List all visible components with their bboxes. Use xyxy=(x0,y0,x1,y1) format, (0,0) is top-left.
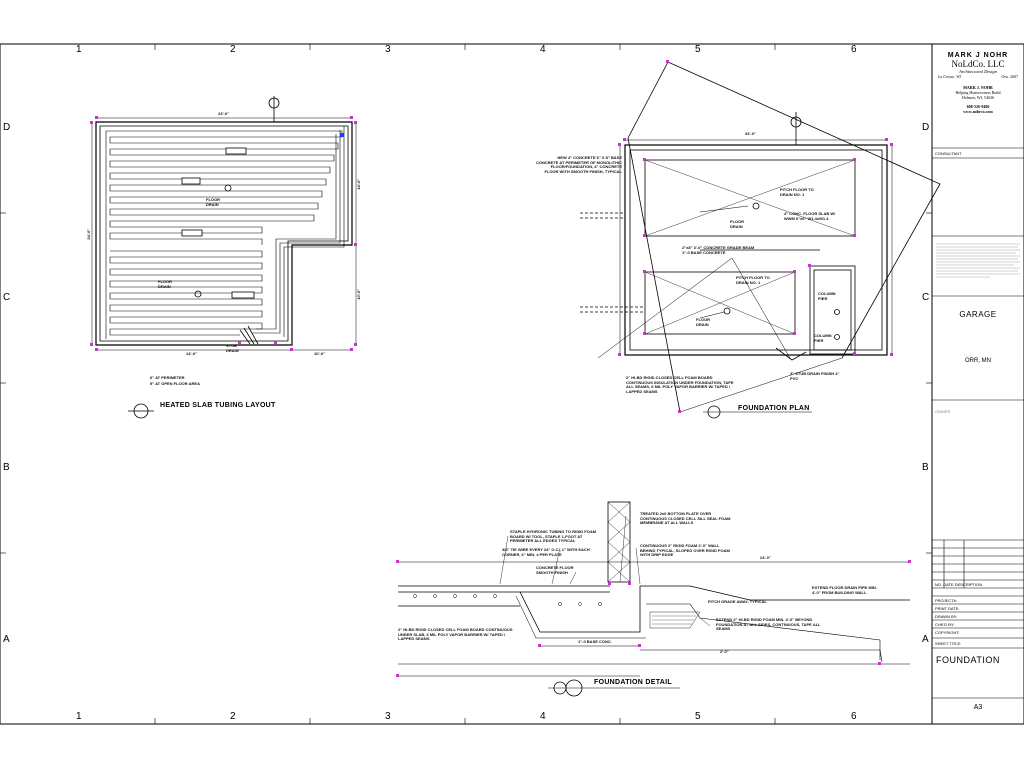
detail-extend-note: EXTEND FLOOR DRAIN PIPE MIN. 4'-0" FROM … xyxy=(812,585,877,595)
grid-row-c-right: C xyxy=(922,292,930,303)
firm-name: MARK J NOHR xyxy=(947,52,1009,59)
grid-row-d-left: D xyxy=(3,122,11,133)
plan-pitch-2: PITCH FLOOR TO DRAIN NO. 1 xyxy=(736,275,770,285)
grid-col-4-top: 4 xyxy=(540,44,546,55)
detail-base-course: 1"-0 BASE CONC. xyxy=(578,639,612,644)
grid-row-a-right: A xyxy=(922,634,929,645)
slab-dim-top: 23'-0" xyxy=(218,111,229,116)
detail-pitch-grade: PITCH GRADE AWAY, TYPICAL xyxy=(708,599,767,604)
plan-drain-note: 3" STUB DRAIN FINISH 4" PVC xyxy=(790,371,840,381)
slab-note-1: 6" AT PERIMETER xyxy=(150,375,185,380)
owner-label: OWNER xyxy=(935,409,951,414)
plan-floor-drain-1: FLOOR DRAIN xyxy=(730,219,744,229)
slab-dim-bottom-a: 14'-0" xyxy=(186,351,197,356)
contact-address: Helping Homeowners Build xyxy=(955,90,1001,95)
foundation-plan xyxy=(580,61,941,419)
plan-column-pier-2: COLUMN PIER xyxy=(814,333,832,343)
slab-dim-left: 24'-0" xyxy=(86,228,92,240)
dim-markers-slab xyxy=(90,116,357,351)
slab-dim-right-b: 10'-0" xyxy=(356,288,362,300)
firm-block: MARK J NOHR NoLdCo. LLC Architectural De… xyxy=(932,52,1024,114)
grid-col-2-bottom: 2 xyxy=(230,711,236,722)
plan-slab-note: 4" CONC. FLOOR SLAB W/ WWM 6"x6" W1.4xW1… xyxy=(784,211,836,221)
dim-markers-plan xyxy=(618,60,893,413)
grid-ticks xyxy=(0,44,932,724)
firm-llc: NoLdCo. LLC xyxy=(951,59,1005,69)
print-date-label: PRINT DATE: xyxy=(935,606,960,611)
grid-row-d-right: D xyxy=(922,122,930,133)
grid-col-1-bottom: 1 xyxy=(76,711,82,722)
heated-slab-title: HEATED SLAB TUBING LAYOUT xyxy=(160,402,276,409)
sheet-number: A3 xyxy=(973,704,983,711)
foundation-plan-title: FOUNDATION PLAN xyxy=(738,405,810,412)
grid-row-b-right: B xyxy=(922,462,929,473)
plan-dim-top: 33'-0" xyxy=(745,131,756,136)
project-name: GARAGE xyxy=(959,310,997,319)
detail-bottom-insul-note: 2" HI-BD RIGID CLOSED CELL FOAM BOARD CO… xyxy=(398,627,513,642)
grid-row-a-left: A xyxy=(3,634,10,645)
grid-row-c-left: C xyxy=(3,292,11,303)
project-number-label: PROJECT#: xyxy=(935,598,958,603)
foundation-detail-title: FOUNDATION DETAIL xyxy=(594,679,672,686)
grid-col-6-bottom: 6 xyxy=(851,711,857,722)
grid-col-5-bottom: 5 xyxy=(695,711,701,722)
detail-staple-note: STAPLE HYDRONIC TUBING TO RIGID FOAM BOA… xyxy=(510,529,597,544)
dim-markers-detail xyxy=(396,560,911,677)
detail-tie-note: 3/4" TIE WIRE EVERY 24" O.C., 1" WITH EA… xyxy=(502,547,590,557)
plan-notes-left: NEW 4" CONCRETE 6" X 8" BASE CONCRETE AT… xyxy=(536,155,622,174)
copyright-label: COPYRIGHT: xyxy=(935,630,960,635)
heated-slab-plan xyxy=(91,96,357,419)
checked-by-label: CHK'D BY: xyxy=(935,622,955,627)
slab-stub-label: STUB DRAIN xyxy=(226,343,239,353)
slab-dim-bottom-b: 10'-0" xyxy=(314,351,325,356)
plan-floor-drain-2: FLOOR DRAIN xyxy=(696,317,710,327)
firm-city-row: La Crosse, WI Ova. 2007 xyxy=(932,74,1024,79)
titleblock-lines xyxy=(932,147,1024,699)
detail-concrete-note: CONCRETE FLOOR SMOOTH FINISH xyxy=(536,565,574,575)
detail-dim-top: 24'-0" xyxy=(760,555,771,560)
detail-continuous-note: CONTINUOUS 2" RIGID FOAM 2'-0" WALL BEHI… xyxy=(640,543,730,558)
consultant-fine-print xyxy=(936,243,1020,278)
grid-col-4-bottom: 4 xyxy=(540,711,546,722)
firm-city-left: La Crosse, WI xyxy=(938,74,961,79)
grid-col-3-bottom: 3 xyxy=(385,711,391,722)
revision-header: NO. DATE DESCRIPTION xyxy=(935,582,983,587)
sheet-border xyxy=(0,43,1024,725)
contact-name: MARK J. NOHR xyxy=(963,85,993,90)
slab-floor-drain-label-2: FLOOR DRAIN xyxy=(158,279,172,289)
plan-frost-note: 2"x8" 3'-0" CONCRETE GRADE BEAM 1"-0 BAS… xyxy=(682,245,755,255)
slab-floor-drain-label: FLOOR DRAIN xyxy=(206,197,220,207)
consultant-label: CONSULTANT xyxy=(935,151,962,156)
slab-note-2: 9" AT OPEN FLOOR AREA xyxy=(150,381,200,386)
firm-tagline: Architectural Design xyxy=(959,69,997,74)
grid-col-5-top: 5 xyxy=(695,44,701,55)
slab-dim-right-a: 14'-0" xyxy=(356,178,362,190)
grid-col-2-top: 2 xyxy=(230,44,236,55)
sheet-title-label: SHEET TITLE: xyxy=(935,641,962,646)
detail-dim-bottom: 2'-0" xyxy=(720,649,729,654)
foundation-detail xyxy=(398,501,910,697)
plan-pitch-1: PITCH FLOOR TO DRAIN NO. 1 xyxy=(780,187,814,197)
detail-rigid-foam-note: EXTEND 2" HI-BD RIGID FOAM MIN. 4'-0" BE… xyxy=(716,617,821,632)
grid-col-6-top: 6 xyxy=(851,44,857,55)
plan-insulation-note: 2" HI-BD RIGID CLOSED CELL FOAM BOARD CO… xyxy=(626,375,734,394)
blue-accent-mark xyxy=(340,133,344,137)
detail-treated-note: TREATED 2x6 BOTTOM PLATE OVER CONTINUOUS… xyxy=(640,511,731,526)
plan-column-pier-1: COLUMN PIER xyxy=(818,291,836,301)
contact-web[interactable]: www.nohrco.com xyxy=(963,109,993,114)
sheet-title: FOUNDATION xyxy=(936,655,1000,665)
grid-row-b-left: B xyxy=(3,462,10,473)
contact-city: Holmen, WI, 54636 xyxy=(962,95,994,100)
firm-city-right: Ova. 2007 xyxy=(1001,74,1018,79)
contact-phone: 608-526-9406 xyxy=(966,104,990,109)
grid-col-1-top: 1 xyxy=(76,44,82,55)
drawn-by-label: DRAWN BY: xyxy=(935,614,958,619)
grid-col-3-top: 3 xyxy=(385,44,391,55)
project-location: ORR, MN xyxy=(965,358,991,364)
